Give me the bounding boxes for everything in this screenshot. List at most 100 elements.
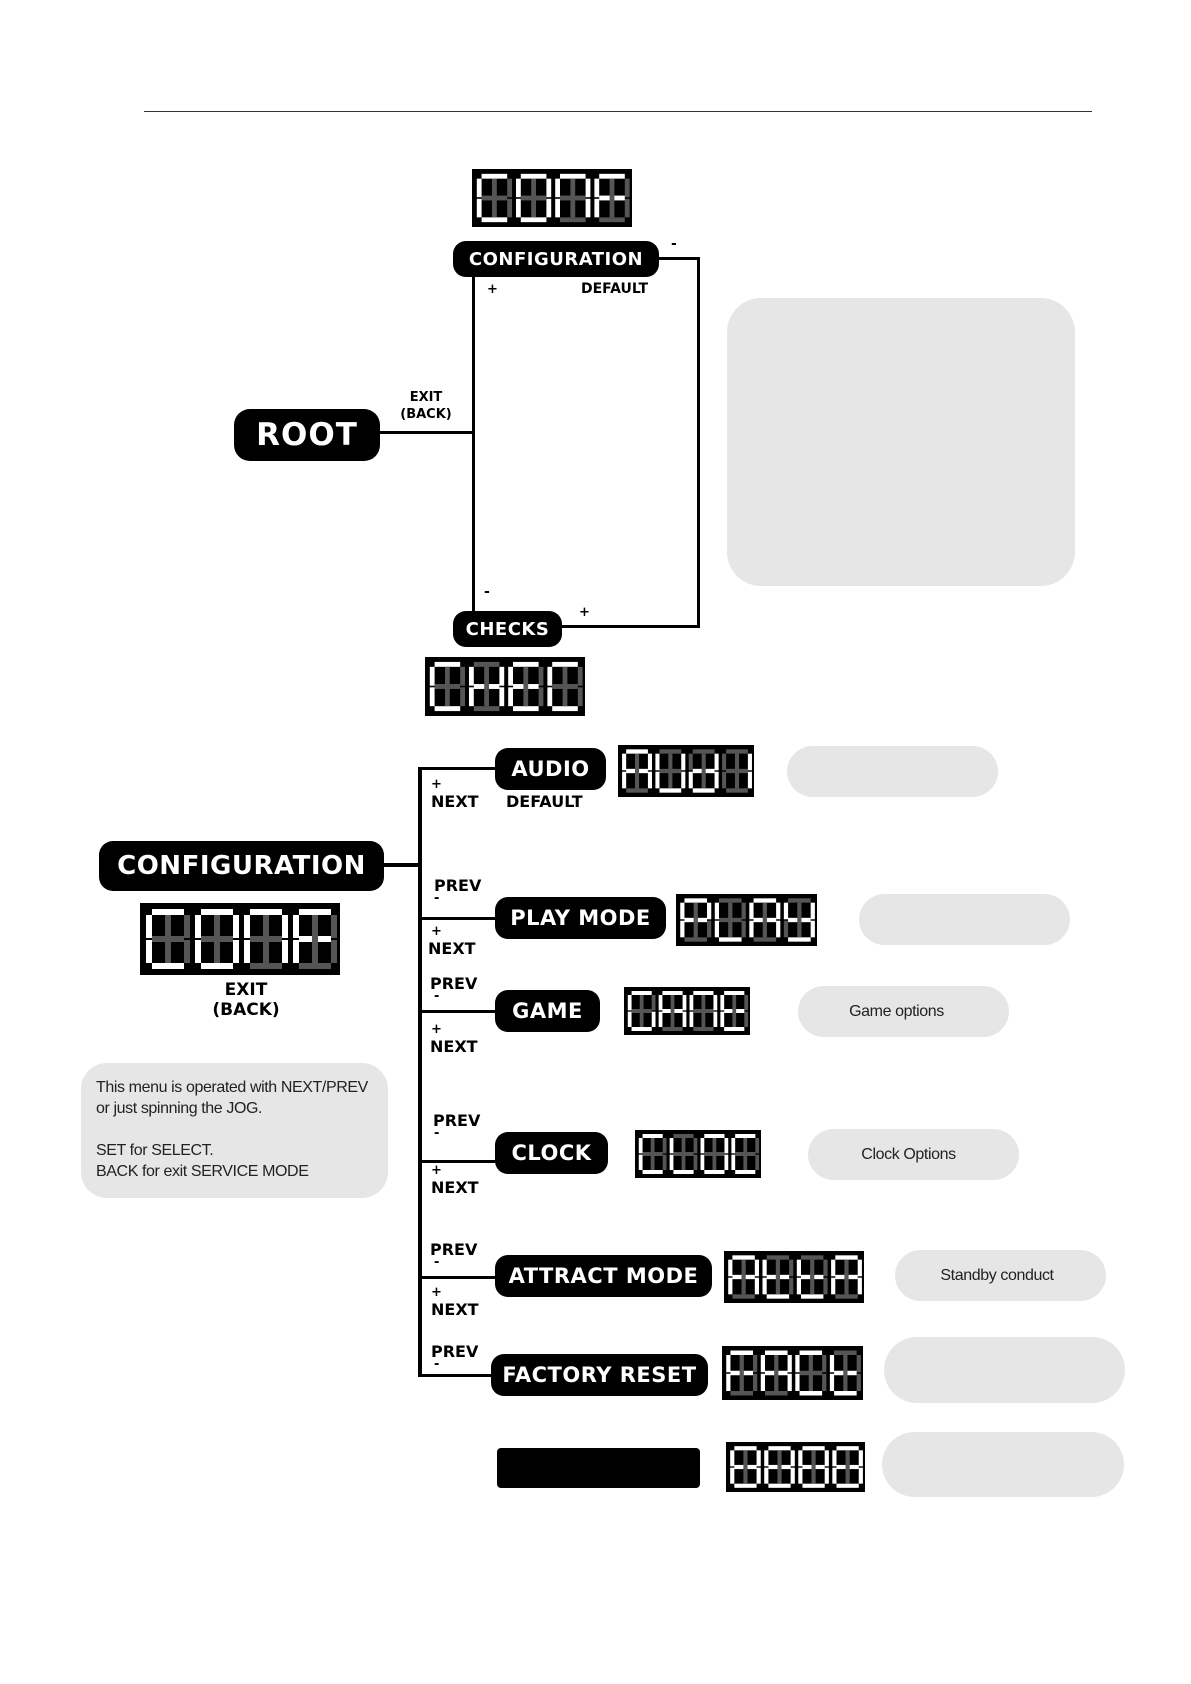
exit-text: EXIT — [409, 390, 443, 405]
lcd-segment — [788, 937, 811, 942]
lcd-segment — [555, 178, 560, 198]
lcd-segment — [735, 1170, 756, 1174]
minus-play-mode: - — [434, 891, 440, 906]
menu-item-factory-reset[interactable]: FACTORY RESET — [491, 1354, 708, 1396]
lcd-segment — [700, 1138, 705, 1154]
lcd-segment — [195, 940, 201, 963]
lcd-segment — [747, 753, 752, 771]
menu-item-clock[interactable]: CLOCK — [495, 1132, 608, 1174]
lcd-segment — [834, 1350, 857, 1355]
back-text-menu: (BACK) — [212, 1000, 280, 1020]
lcd-segment — [714, 902, 720, 920]
lcd-segment — [724, 1138, 729, 1154]
lcd-segment — [484, 666, 489, 707]
lcd-segment — [802, 1446, 825, 1451]
lcd-segment — [659, 788, 682, 793]
menu-item-attract-mode[interactable]: ATTRACT MODE — [495, 1255, 712, 1297]
lcd-segment — [732, 1255, 755, 1260]
lcd-segment — [824, 1450, 829, 1467]
menu-item-play-mode[interactable]: PLAY MODE — [495, 897, 666, 939]
lcd-segment — [783, 920, 789, 938]
lcd-segment — [599, 173, 625, 179]
lcd-segment — [250, 963, 282, 969]
menu-item-audio[interactable]: AUDIO — [495, 748, 606, 790]
lcd-segment — [741, 920, 746, 938]
lcd-segment — [764, 1450, 769, 1467]
lcd-segment — [507, 178, 512, 198]
lcd-segment — [712, 1138, 717, 1170]
lcd-segment — [857, 1277, 862, 1295]
branch-factory-reset — [418, 1374, 498, 1377]
lcd-segment — [585, 198, 591, 218]
lcd-segment — [233, 940, 239, 963]
lcd-segment — [585, 178, 591, 198]
lcd-segment — [201, 963, 233, 969]
lcd-segment — [184, 940, 190, 963]
lcd-segment — [775, 1259, 780, 1295]
lcd-segment — [684, 937, 708, 942]
lcd-segment — [762, 902, 767, 938]
checks-node: CHECKS — [453, 611, 562, 647]
lcd-segment — [693, 902, 698, 938]
menu-item-game[interactable]: GAME — [495, 990, 600, 1032]
lcd-segment — [704, 1134, 725, 1138]
lcd-segment — [734, 753, 740, 789]
lcd-segment — [429, 666, 435, 686]
lcd-segment — [331, 915, 337, 938]
minus-label-top: - — [671, 236, 677, 252]
lcd-segment — [552, 706, 578, 712]
lcd-segment — [688, 771, 693, 789]
minus-game: - — [434, 989, 440, 1004]
lcd-segment — [701, 995, 706, 1027]
lcd-segment — [626, 749, 648, 754]
lcd-segment — [626, 788, 648, 793]
lcd-segment — [713, 995, 718, 1011]
lcd-segment — [693, 1138, 698, 1154]
lcd-segment — [609, 178, 615, 218]
lcd-segment — [492, 178, 497, 218]
lcd-segment — [429, 687, 435, 707]
lcd-segment — [707, 902, 712, 920]
lcd-segment — [787, 1355, 792, 1373]
branch-audio — [418, 767, 498, 770]
lcd-segment — [749, 920, 754, 938]
lcd-segment — [627, 1011, 632, 1027]
lcd-segment — [801, 1255, 824, 1260]
minus-attract-mode: - — [434, 1255, 440, 1270]
lcd-segment — [214, 915, 220, 963]
lcd-segment — [624, 198, 630, 218]
lcd-segment — [832, 1450, 837, 1467]
lcd-display-attract-mode — [724, 1251, 864, 1303]
lcd-segment — [507, 198, 512, 218]
header-rule — [144, 111, 1092, 112]
next-clock: NEXT — [431, 1178, 479, 1197]
lcd-segment — [744, 995, 749, 1011]
lcd-segment — [546, 198, 552, 218]
operation-note — [81, 1063, 388, 1198]
lcd-segment — [647, 771, 652, 789]
lcd-segment — [776, 902, 781, 920]
prev-play-mode: PREV — [434, 876, 482, 895]
lcd-segment — [639, 995, 644, 1027]
lcd-segment — [760, 1373, 766, 1391]
root-node: ROOT — [234, 409, 380, 461]
plus-clock: + — [431, 1163, 442, 1178]
lcd-segment — [799, 1350, 823, 1355]
lcd-segment — [822, 1373, 827, 1391]
lcd-segment — [834, 1391, 857, 1396]
prev-clock: PREV — [433, 1111, 481, 1130]
note-play-mode — [859, 894, 1070, 945]
default-label-top: DEFAULT — [581, 281, 649, 297]
lcd-segment — [233, 915, 239, 938]
lcd-segment — [658, 995, 663, 1011]
lcd-segment — [513, 706, 539, 712]
loop-line-left — [472, 277, 475, 615]
lcd-segment — [730, 1467, 735, 1484]
operation-note-text: This menu is operated with NEXT/PREV or … — [96, 1079, 368, 1180]
lcd-segment — [312, 915, 318, 963]
lcd-segment — [753, 1373, 758, 1391]
menu-spine — [418, 768, 422, 1377]
note-attract-mode-text: Standby conduct — [940, 1266, 1054, 1284]
note-audio — [787, 746, 998, 797]
lcd-segment — [724, 1027, 745, 1031]
